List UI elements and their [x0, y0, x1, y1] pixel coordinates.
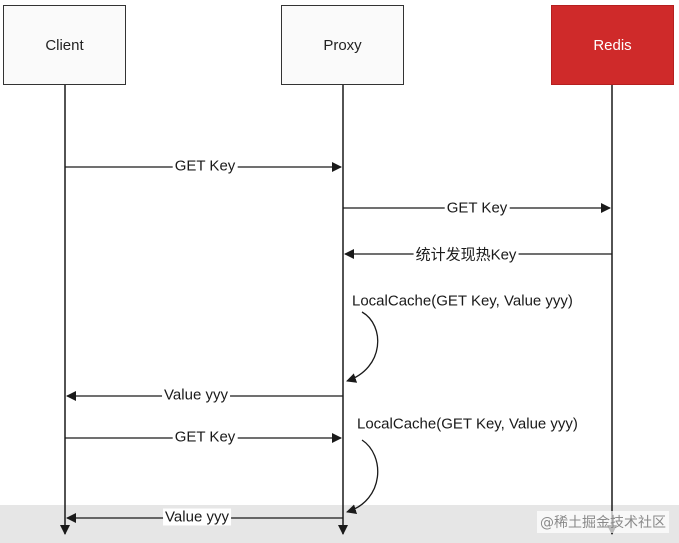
message-label-1: GET Key [172, 157, 238, 175]
redis-box: Redis [551, 5, 674, 85]
self-loop-1 [346, 311, 379, 383]
message-label-4: LocalCache(GET Key, Value yyy) [350, 292, 575, 310]
message-label-6: GET Key [172, 428, 238, 446]
message-label-8: Value yyy [163, 508, 231, 526]
client-box: Client [3, 5, 126, 85]
message-label-7: LocalCache(GET Key, Value yyy) [355, 415, 580, 433]
proxy-box: Proxy [281, 5, 404, 85]
proxy-label: Proxy [323, 36, 362, 54]
client-label: Client [45, 36, 84, 54]
watermark: @稀土掘金技术社区 [537, 511, 669, 533]
message-label-2: GET Key [444, 199, 510, 217]
redis-label: Redis [593, 36, 632, 54]
message-label-5: Value yyy [162, 386, 230, 404]
message-label-3: 统计发现热Key [413, 243, 519, 265]
self-loop-2 [346, 439, 379, 515]
